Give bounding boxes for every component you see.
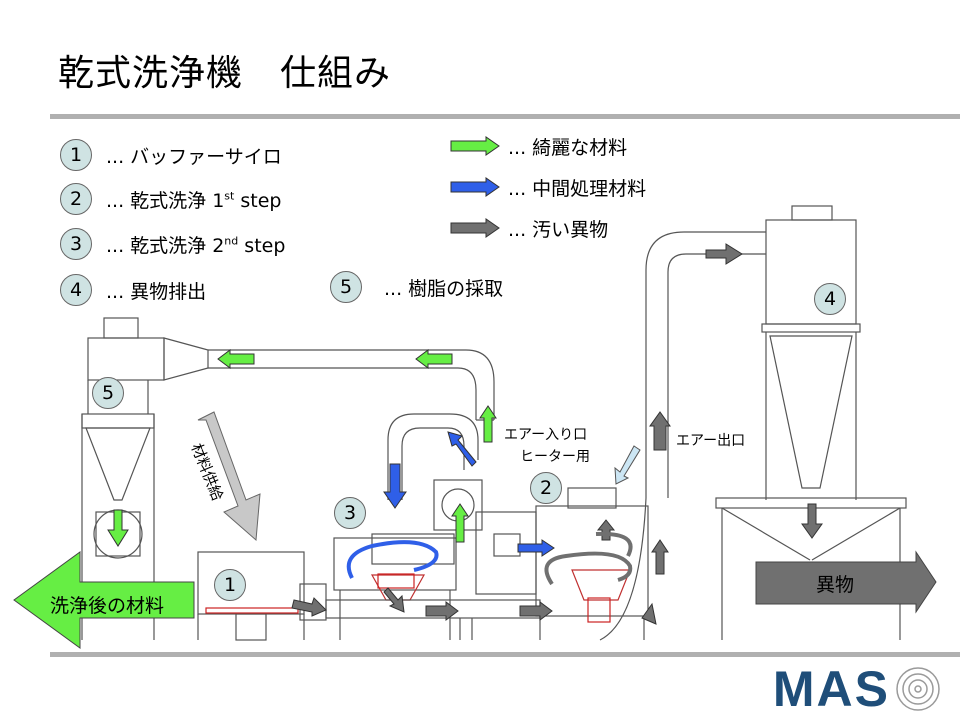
blue-arrow-to-step-2 (517, 539, 555, 557)
legend-text-5: ... 樹脂の採取 (384, 277, 504, 300)
grey-arrow-conveyor-2 (519, 601, 553, 621)
grey-arrow-cyclone-inlet (705, 243, 743, 265)
mas-logo: MAS (773, 660, 942, 718)
grey-arrow-icon (450, 218, 500, 238)
cyclone-4-cap (791, 205, 833, 221)
top-divider (50, 114, 960, 119)
arrow-legend-foreign-text: ... 汚い異物 (508, 218, 609, 241)
mas-logo-rings-icon (896, 667, 940, 711)
marker-3: 3 (334, 497, 366, 529)
green-arrow-duct-left (217, 349, 255, 369)
green-arrow-blower (451, 503, 469, 543)
legend-item-4: 4 ... 異物排出 (60, 274, 207, 306)
air-inlet-label: エアー入り口 (504, 427, 588, 443)
legend-number-5: 5 (330, 271, 362, 303)
legend-text-4: ... 異物排出 (106, 280, 207, 303)
legend-number-1: 1 (60, 139, 92, 171)
clean-material-output-arrow (13, 551, 195, 649)
legend-number-4: 4 (60, 274, 92, 306)
foreign-matter-output-arrow (755, 550, 937, 614)
legend-text-3: ... 乾式洗浄 2nd step (106, 234, 286, 257)
step-3-drive (377, 573, 415, 589)
marker-5: 5 (92, 377, 124, 409)
grey-arrow-step-2-inner (596, 519, 616, 541)
grey-swirl-step-2 (544, 551, 633, 586)
blue-swirl-step-3 (346, 540, 439, 579)
top-duct-bend (465, 349, 495, 420)
marker-1: 1 (214, 569, 246, 601)
cyclone-4-cone (769, 335, 853, 489)
marker-2: 2 (530, 472, 562, 504)
foreign-matter-output-label: 異物 (816, 574, 855, 596)
heater-label: ヒーター用 (520, 449, 590, 465)
blue-arrow-down (383, 463, 407, 509)
grey-arrow-hopper-out (291, 597, 327, 617)
green-arrow-duct-right (415, 349, 453, 369)
legend-item-1: 1 ... バッファーサイロ (60, 139, 282, 171)
material-feed-arrow (197, 411, 261, 542)
dry-wash-step-3 (333, 537, 457, 591)
blue-arrow-icon (450, 177, 500, 197)
blue-arrow-diagonal (447, 431, 477, 467)
legend-item-5: 5 ... 樹脂の採取 (330, 271, 504, 303)
grey-arrow-conveyor-1 (425, 601, 459, 621)
silo-5-cone (85, 427, 151, 501)
green-arrow-up-duct (479, 405, 497, 443)
silo-5-top (87, 337, 165, 381)
grey-arrow-cyclone-out (801, 503, 823, 539)
bottom-divider (50, 652, 960, 657)
mas-logo-text: MAS (772, 661, 890, 717)
legend-item-3: 3 ... 乾式洗浄 2nd step (60, 228, 286, 260)
silo-5-cap (103, 317, 139, 339)
arrow-legend-clean: ... 綺麗な材料 (450, 133, 627, 159)
legend-item-2: 2 ... 乾式洗浄 1st step (60, 183, 282, 215)
grey-arrow-step-3-out (383, 587, 405, 613)
silo-5-inlet (163, 337, 209, 381)
air-outlet-label: エアー出口 (676, 433, 746, 449)
clean-material-output-label: 洗浄後の材料 (50, 595, 165, 617)
heater-air-arrow (614, 445, 641, 485)
arrow-legend-intermediate: ... 中間処理材料 (450, 174, 646, 200)
grey-arrow-return (641, 602, 657, 625)
legend-text-1: ... バッファーサイロ (106, 145, 282, 168)
riser-duct-bend (645, 231, 766, 271)
legend-number-2: 2 (60, 183, 92, 215)
green-arrow-silo-5 (107, 509, 129, 547)
legend-text-2: ... 乾式洗浄 1st step (106, 189, 282, 212)
hopper-1-drive (205, 607, 299, 614)
page-title: 乾式洗浄機 仕組み (58, 53, 392, 94)
heater-housing (475, 511, 537, 595)
dry-wash-step-2 (535, 505, 649, 617)
legend-number-3: 3 (60, 228, 92, 260)
marker-4: 4 (814, 283, 846, 315)
green-arrow-icon (450, 136, 500, 156)
arrow-legend-foreign: ... 汚い異物 (450, 215, 608, 241)
silo-5-flange (81, 413, 155, 429)
arrow-legend-intermediate-text: ... 中間処理材料 (508, 177, 647, 200)
step-2-drive (587, 597, 611, 623)
grey-arrow-air-out (649, 411, 671, 451)
arrow-legend-clean-text: ... 綺麗な材料 (508, 136, 628, 159)
grey-arrow-riser (651, 539, 669, 575)
